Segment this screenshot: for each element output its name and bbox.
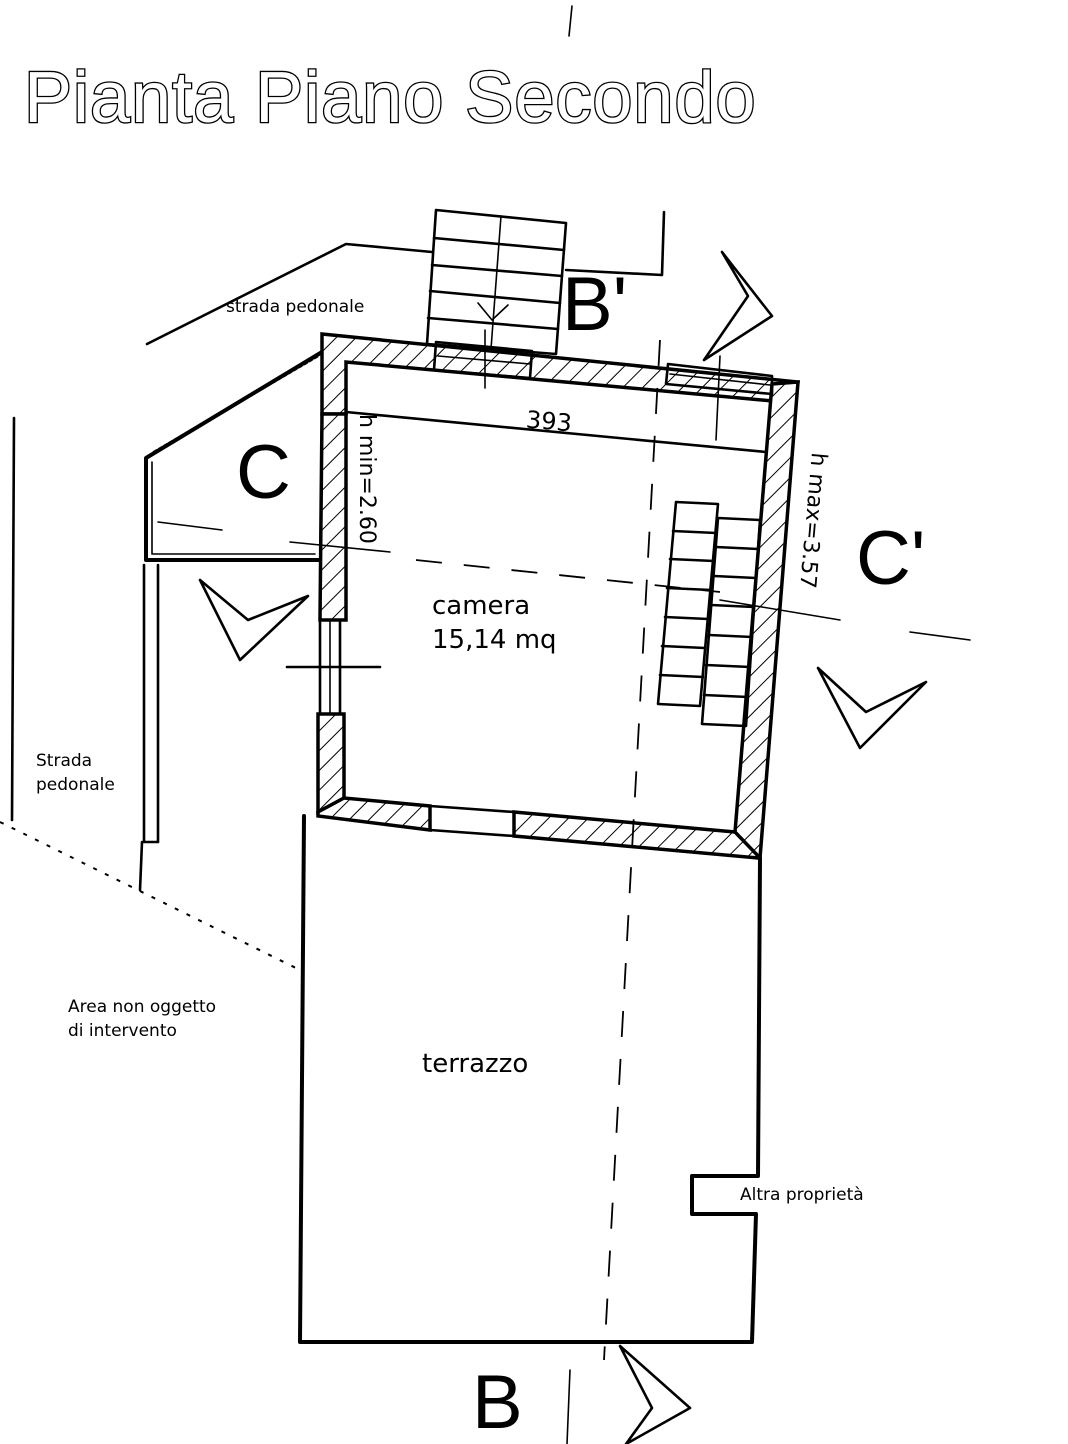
room-name-camera: camera: [432, 591, 530, 621]
street-boundary-top: [145, 242, 434, 346]
stair-top: [425, 208, 568, 356]
label-strada-left-2: pedonale: [36, 775, 115, 795]
drawing-title: Pianta Piano Secondo: [24, 58, 757, 138]
windows: [285, 340, 774, 838]
section-arrow-b-icon: [618, 1344, 692, 1444]
section-arrow-c-icon: [198, 578, 310, 662]
section-marker-b: B: [472, 1360, 523, 1444]
label-strada-left-1: Strada: [36, 751, 92, 771]
terrace-outline: [298, 814, 762, 1344]
stair-interior: [656, 500, 762, 728]
property-line-top: [564, 210, 666, 277]
street-left-edge: [10, 416, 16, 822]
section-marker-c-prime: C': [856, 516, 925, 601]
annex-c: [144, 350, 324, 562]
label-area-non-oggetto-2: di intervento: [68, 1021, 177, 1041]
label-altra-proprieta: Altra proprietà: [740, 1185, 864, 1205]
section-line-b: [484, 329, 721, 1444]
room-name-terrazzo: terrazzo: [422, 1049, 528, 1079]
section-arrow-b-prime-icon: [702, 250, 774, 362]
section-arrow-c-prime-icon: [816, 666, 928, 750]
section-marker-b-prime: B': [562, 262, 627, 347]
boundary-dotted-line: [0, 821, 305, 973]
height-min-label: h min=2.60: [354, 414, 379, 544]
street-left-wall: [142, 563, 160, 844]
dimension-width: 393: [525, 406, 573, 438]
camera-walls: [316, 332, 800, 863]
room-area-camera: 15,14 mq: [432, 625, 557, 655]
label-area-non-oggetto-1: Area non oggetto: [68, 997, 216, 1017]
label-strada-pedonale-top: strada pedonale: [226, 297, 364, 317]
section-marker-c: C: [236, 430, 291, 515]
dimension-line-width: [344, 410, 768, 454]
height-max-label: h max=3.57: [794, 451, 831, 589]
section-line-c: [157, 521, 971, 641]
stair-direction-arrow-icon: [477, 302, 509, 321]
section-tick-top: [568, 5, 573, 37]
